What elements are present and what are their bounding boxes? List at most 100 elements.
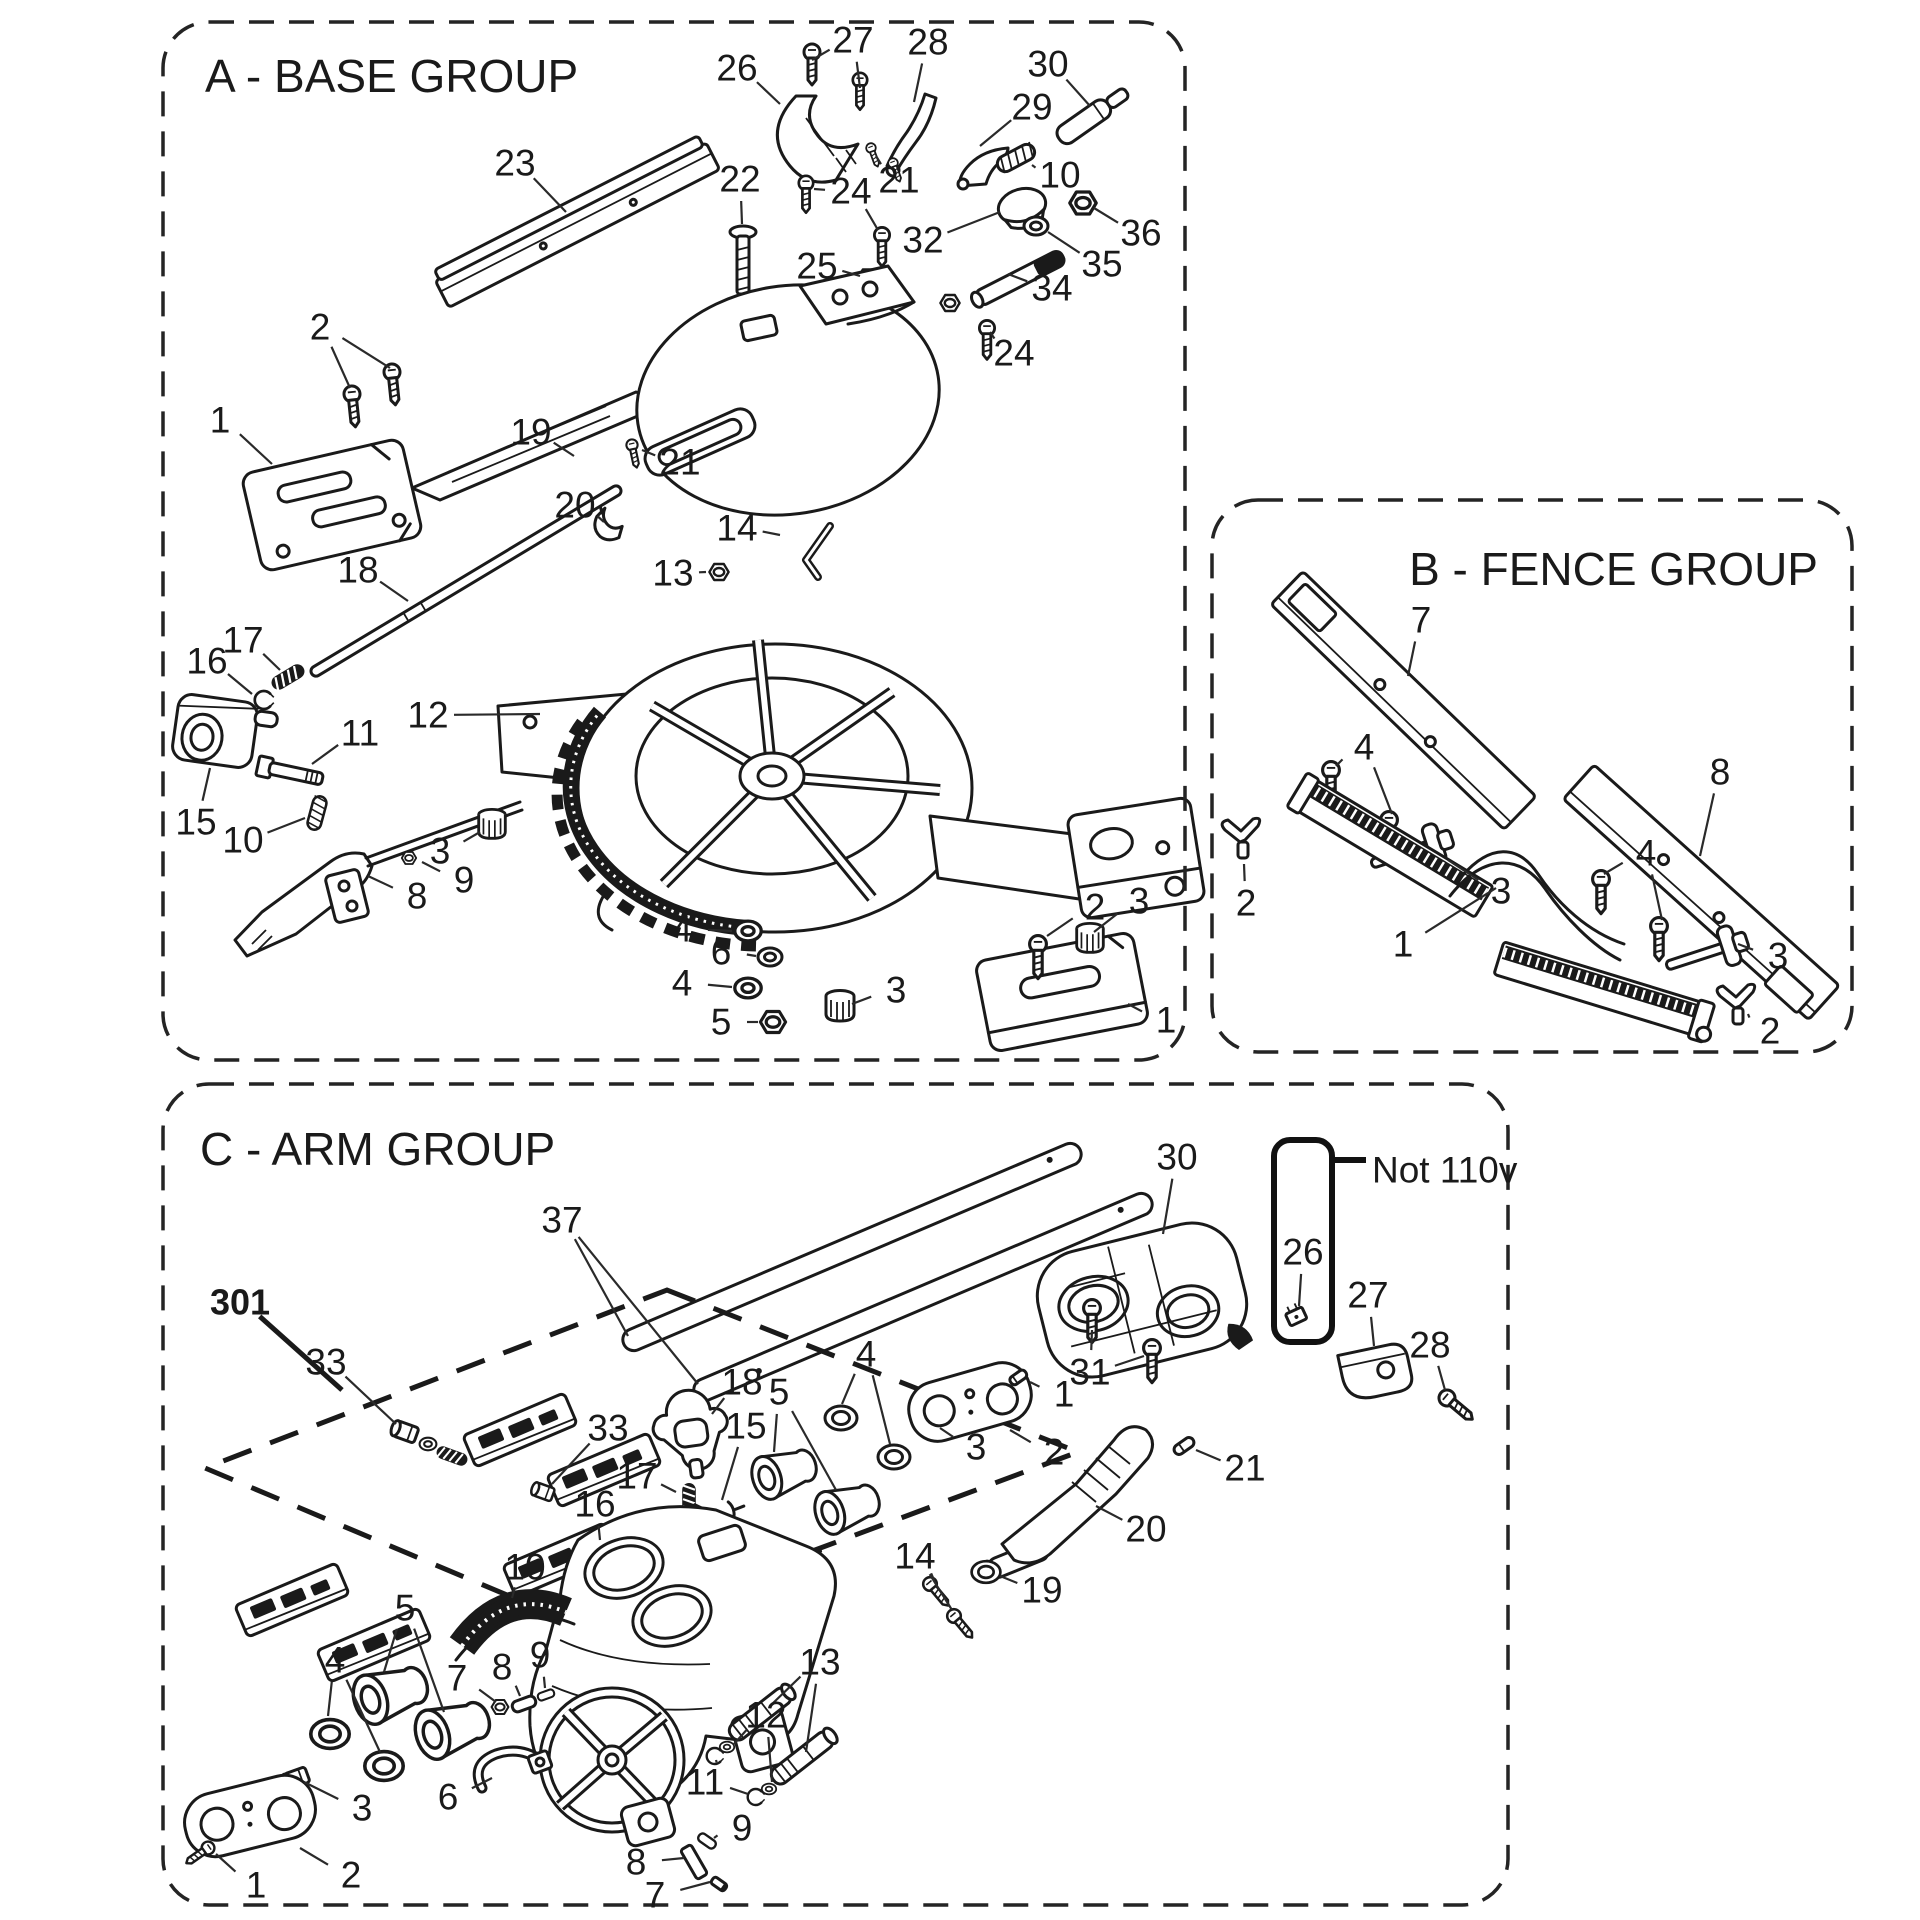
leader-line	[767, 1736, 774, 1783]
leader-line	[1090, 1329, 1094, 1351]
leader-line	[1437, 1365, 1447, 1391]
callout-B-3: 3	[1768, 936, 1789, 977]
callout-C-37: 37	[541, 1200, 582, 1241]
leader-line	[746, 953, 757, 958]
leader-line	[740, 200, 744, 225]
washer-4d-icon	[876, 1443, 912, 1471]
callout-C-28: 28	[1409, 1325, 1450, 1366]
leader-line	[756, 81, 781, 105]
part-a-hex-key-14	[802, 522, 834, 581]
callout-C-1: 1	[1054, 1374, 1075, 1415]
callout-A-29: 29	[1011, 87, 1052, 128]
washer-4a-icon	[733, 919, 763, 943]
spring-10b-icon	[304, 793, 330, 833]
group-c-artwork	[181, 1141, 1479, 1893]
callout-A-23: 23	[494, 143, 535, 184]
callout-A-20: 20	[554, 485, 595, 526]
group-title-A: A - BASE GROUP	[205, 50, 578, 102]
leader-line	[382, 1628, 398, 1673]
leader-line	[1127, 1003, 1143, 1013]
knob-3a-icon	[477, 807, 507, 840]
callout-B-1: 1	[1393, 924, 1414, 965]
part-b-fence-base-1	[1286, 772, 1716, 1044]
washer-12a-icon	[718, 1740, 736, 1754]
callout-C-10: 10	[504, 1547, 545, 1588]
leader-line	[928, 1573, 953, 1611]
leader-line	[258, 1314, 344, 1392]
leader-line	[1746, 1013, 1751, 1018]
part-a-cover-1	[241, 438, 423, 572]
leader-line	[227, 673, 253, 695]
callout-C-5: 5	[769, 1372, 790, 1413]
washer-35-icon	[1022, 215, 1050, 237]
callout-A-21: 21	[878, 160, 919, 201]
leader-line	[345, 1679, 381, 1753]
leader-line	[769, 1675, 802, 1707]
leader-line	[1372, 766, 1394, 815]
leader-line	[680, 1880, 711, 1892]
callout-A-27: 27	[832, 20, 873, 61]
leader-line	[267, 816, 306, 834]
leader-line	[471, 1777, 493, 1790]
callout-B-7: 7	[1411, 600, 1432, 641]
callout-C-16: 16	[574, 1484, 615, 1525]
leader-line	[553, 441, 575, 457]
callout-A-26: 26	[716, 48, 757, 89]
callout-B-8: 8	[1710, 752, 1731, 793]
leader-line	[660, 1483, 677, 1493]
callout-C-18: 18	[721, 1362, 762, 1403]
leader-line	[201, 767, 212, 801]
leader-line	[1009, 1429, 1032, 1444]
clip-11b-icon	[746, 1787, 766, 1807]
callout-A-35: 35	[1081, 244, 1122, 285]
screw-28-icon	[1434, 1385, 1479, 1427]
callout-A-18: 18	[337, 550, 378, 591]
leader-line	[875, 155, 882, 165]
callout-C-12: 12	[745, 1695, 786, 1736]
leader-line	[1369, 1316, 1376, 1347]
leader-line	[596, 515, 605, 523]
nut-5-icon	[758, 1009, 788, 1035]
screw-2a-icon	[341, 383, 365, 430]
leader-line	[811, 48, 831, 61]
leader-line	[1093, 912, 1119, 933]
nut-7a-icon	[490, 1698, 510, 1716]
leader-line	[1698, 793, 1716, 857]
leader-line	[1161, 1178, 1174, 1235]
leader-line	[344, 1375, 397, 1425]
leader-line	[1095, 1505, 1123, 1521]
washer-12b-icon	[760, 1782, 778, 1796]
group-title-C: C - ARM GROUP	[200, 1123, 555, 1175]
callout-A-13: 13	[652, 553, 693, 594]
callout-A-16: 16	[186, 641, 227, 682]
callout-A-10: 10	[1039, 155, 1080, 196]
leader-line	[462, 831, 481, 843]
leader-line	[1029, 1381, 1040, 1388]
nut-25b-icon	[939, 293, 961, 313]
part-b-fence-8	[1563, 764, 1840, 1020]
part-a-turntable-base-12	[496, 639, 1206, 952]
screw-2b-icon	[381, 361, 405, 408]
leader-line	[939, 1427, 954, 1438]
leader-line	[1195, 1448, 1222, 1462]
part-c-terminal-27	[1336, 1342, 1414, 1400]
callout-C-3: 3	[966, 1427, 987, 1468]
leader-line	[311, 744, 339, 765]
washer-6-icon	[756, 946, 784, 968]
part-c-bracket-6	[472, 1745, 554, 1794]
leader-line	[367, 875, 394, 889]
screw-14b-icon	[943, 1605, 979, 1644]
leader-line	[413, 1628, 446, 1713]
leader-line	[1297, 1273, 1303, 1307]
pin-8c-icon	[679, 1843, 709, 1881]
leader-line	[720, 1446, 740, 1501]
part-a-cover-1b	[975, 931, 1149, 1053]
callout-C-9: 9	[530, 1635, 551, 1676]
leader-line	[762, 530, 781, 537]
part-c-pin-1	[1008, 1368, 1029, 1387]
pin-9c-icon	[695, 1830, 719, 1852]
part-c-bevel-scale-10	[449, 1589, 576, 1662]
knob-3b-icon	[824, 989, 856, 1023]
callout-A-21: 21	[659, 442, 700, 483]
leader-line	[842, 269, 861, 278]
